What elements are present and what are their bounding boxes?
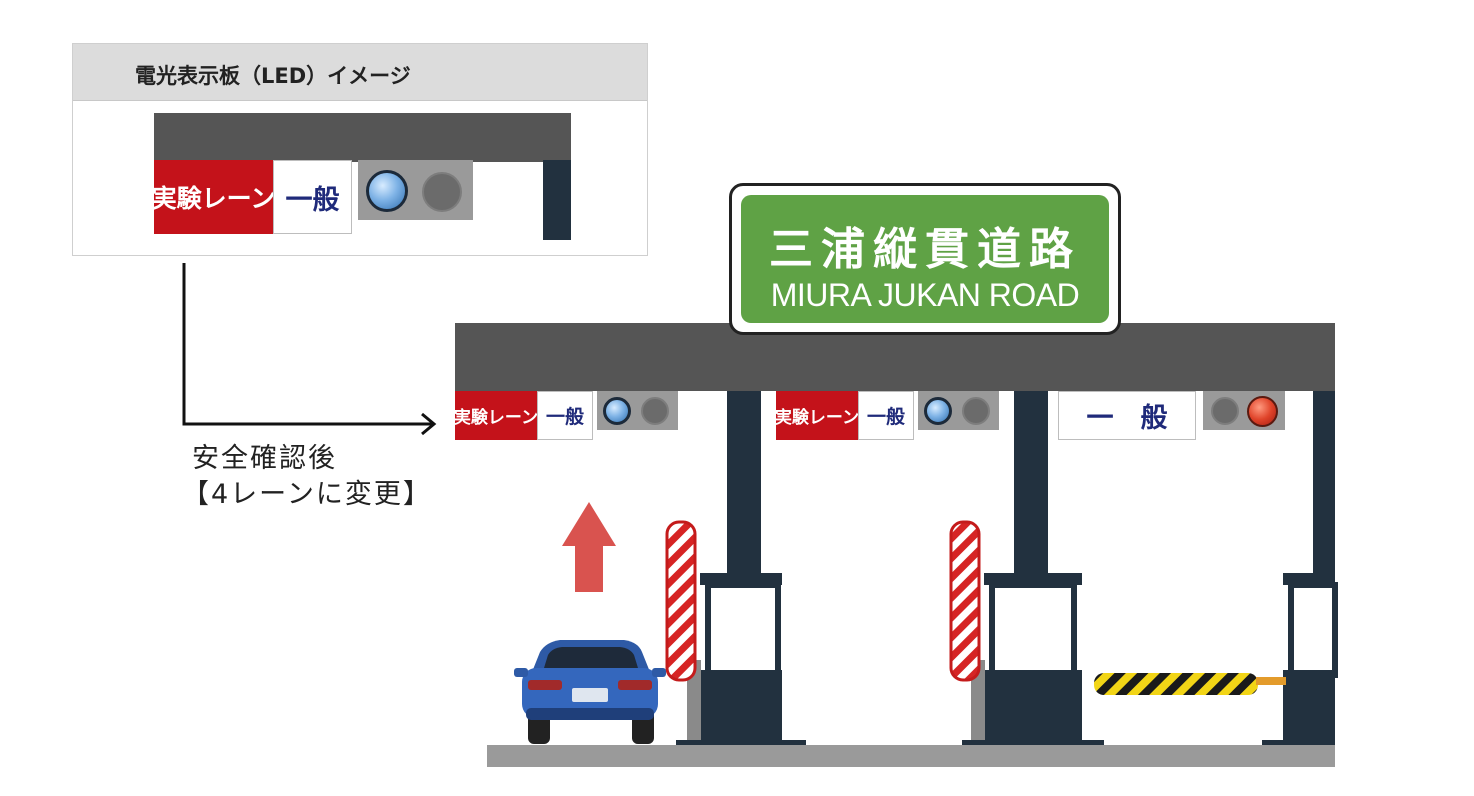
road-ground — [487, 745, 1335, 767]
car-icon — [514, 640, 666, 744]
pillar-3 — [1313, 391, 1335, 579]
pillar-2 — [1014, 391, 1048, 579]
raised-barrier-1 — [667, 522, 695, 680]
raised-barrier-2 — [951, 522, 979, 680]
lowered-barrier — [1094, 673, 1258, 695]
toll-booth-2 — [962, 585, 1104, 746]
toll-booth-3 — [1262, 585, 1335, 746]
pillar-1 — [727, 391, 761, 579]
direction-arrow-icon — [562, 502, 616, 592]
